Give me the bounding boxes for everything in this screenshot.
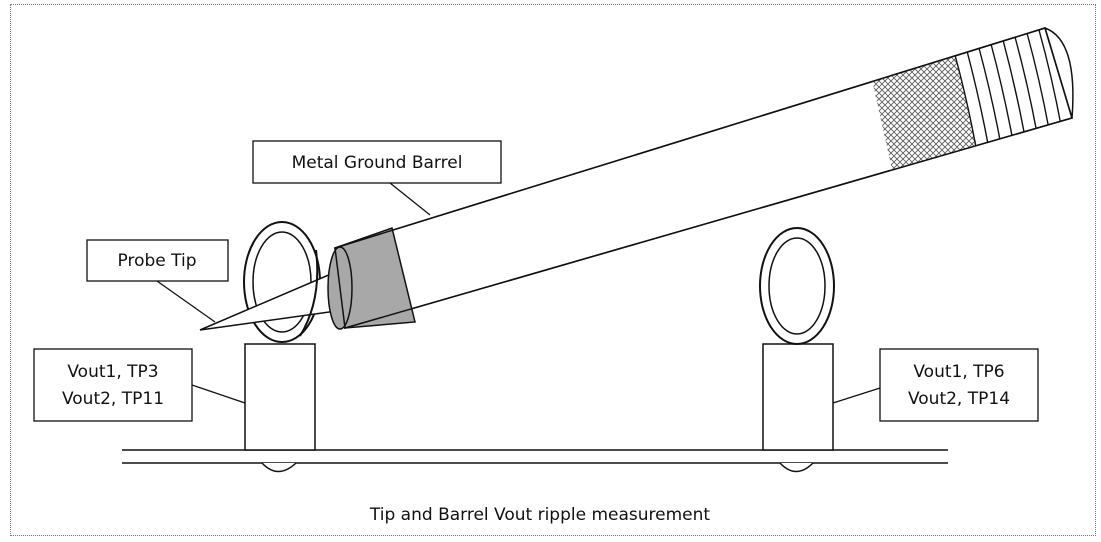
diagram-caption: Tip and Barrel Vout ripple measurement — [369, 505, 711, 525]
right-post-label-line1: Vout1, TP6 — [913, 362, 1004, 382]
tip-leader — [156, 280, 216, 323]
left-foot — [261, 462, 297, 473]
right-post-label-box — [879, 348, 1039, 422]
barrel-label-box — [252, 140, 502, 184]
left-post-label-line2: Vout2, TP11 — [62, 389, 164, 409]
left-post-label-line1: Vout1, TP3 — [67, 362, 158, 382]
left-ring — [243, 221, 321, 343]
right-support-post — [762, 343, 834, 451]
barrel-label: Metal Ground Barrel — [292, 153, 463, 173]
barrel-leader — [389, 182, 431, 216]
right-foot — [779, 462, 814, 473]
tip-label-box — [86, 239, 229, 282]
left-ring-front — [299, 249, 319, 337]
left-post-label-box — [33, 348, 193, 422]
tip-label: Probe Tip — [118, 251, 197, 271]
frame-border — [10, 4, 1096, 536]
right-post-label-line2: Vout2, TP14 — [908, 389, 1010, 409]
left-support-post — [244, 343, 316, 451]
right-ring-inner — [768, 237, 826, 335]
barrel-end-cap — [1044, 27, 1074, 119]
right-post-leader — [832, 387, 881, 404]
left-post-leader — [191, 384, 246, 404]
